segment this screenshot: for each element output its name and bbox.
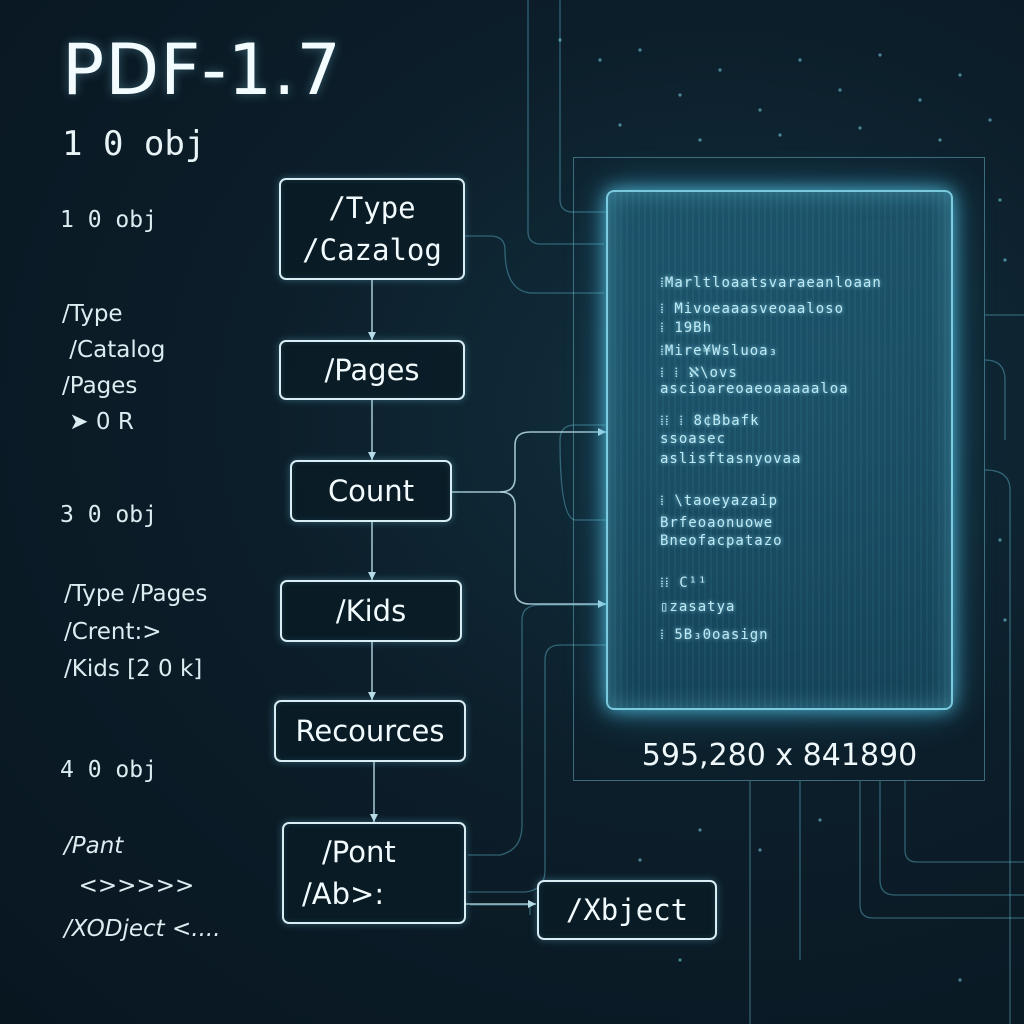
page-text-line: ssoasec: [660, 431, 727, 447]
resources-node: Recources: [274, 700, 466, 762]
page-text-line: Bneofacpatazo: [660, 533, 783, 549]
page-text-line: ⁞ Mivoeaaasveoaaloso: [660, 301, 845, 317]
page-text-line: ⁞⁞ ⁞ 8¢Bbafk: [660, 413, 760, 429]
page-text-line: ▯zasatya: [660, 599, 736, 615]
resources-node-label: Recources: [295, 714, 445, 748]
obj1-line: /Catalog: [62, 337, 166, 363]
page-frame: [573, 157, 985, 781]
count-node: Count: [290, 460, 452, 522]
page-text-line: ⁞ \taoeyazaip: [660, 493, 779, 509]
font-node: /Pont /Ab>:: [282, 822, 466, 924]
page-dimensions-label: 595,280 x 841890: [641, 738, 918, 773]
pages-node: /Pages: [279, 340, 465, 400]
obj3-header: 3 0 obj: [60, 502, 157, 528]
obj1-line: /Type: [62, 301, 123, 327]
xobject-node-label: /Xbject: [565, 893, 689, 927]
catalog-node-line: /Type: [328, 191, 416, 225]
pdf-version-title: PDF-1.7: [62, 29, 342, 111]
count-node-label: Count: [327, 474, 415, 508]
obj4-line: /XODject <....: [64, 916, 221, 942]
catalog-node: /Type /Cazalog: [279, 178, 465, 280]
obj4-line: <>>>>>: [64, 873, 195, 899]
object-subtitle: 1 0 obj: [62, 124, 206, 164]
obj1-header: 1 0 obj: [60, 207, 157, 233]
obj1-line: /Pages: [62, 373, 138, 399]
connector-arrows: [368, 332, 606, 908]
page-text-line: ⁞ 19Bh: [660, 320, 713, 336]
kids-node: /Kids: [280, 580, 462, 642]
xobject-node: /Xbject: [537, 880, 717, 940]
page-text-line: ⁞Marltloaatsvaraeanloaan: [660, 275, 882, 291]
font-node-line: /Ab>:: [302, 877, 385, 911]
obj4-header: 4 0 obj: [60, 757, 157, 783]
page-text-line: ⁞⁞ C¹¹: [660, 575, 708, 591]
obj3-line: /Type /Pages: [64, 581, 208, 607]
catalog-node-line: /Cazalog: [302, 233, 442, 267]
obj1-line: ➤ 0 R: [62, 409, 134, 435]
page-text-line: aslisftasnyovaa: [660, 451, 802, 467]
font-node-line: /Pont: [322, 835, 396, 869]
dot-grid: [558, 38, 1007, 982]
page-preview: ⁞Marltloaatsvaraeanloaan ⁞ Mivoeaaasveoa…: [606, 190, 953, 710]
page-text-line: ascioareoaeoaaaaaloa: [660, 381, 849, 397]
page-text-line: ⁞ ⁞ ℵ\ovs: [660, 365, 738, 381]
flow-connectors: [371, 280, 606, 905]
kids-node-label: /Kids: [335, 594, 407, 628]
pages-node-label: /Pages: [324, 353, 420, 387]
obj3-line: /Kids [2 0 k]: [64, 656, 203, 682]
page-text-line: ⁞ 5B₃0oasign: [660, 627, 769, 643]
page-text-line: Brfeoaonuowe: [660, 515, 774, 531]
page-text-line: ⁞Mire¥Wsluoa₃: [660, 343, 779, 359]
obj4-line: /Pant: [64, 833, 124, 859]
obj3-line: /Crent:>: [64, 619, 162, 645]
